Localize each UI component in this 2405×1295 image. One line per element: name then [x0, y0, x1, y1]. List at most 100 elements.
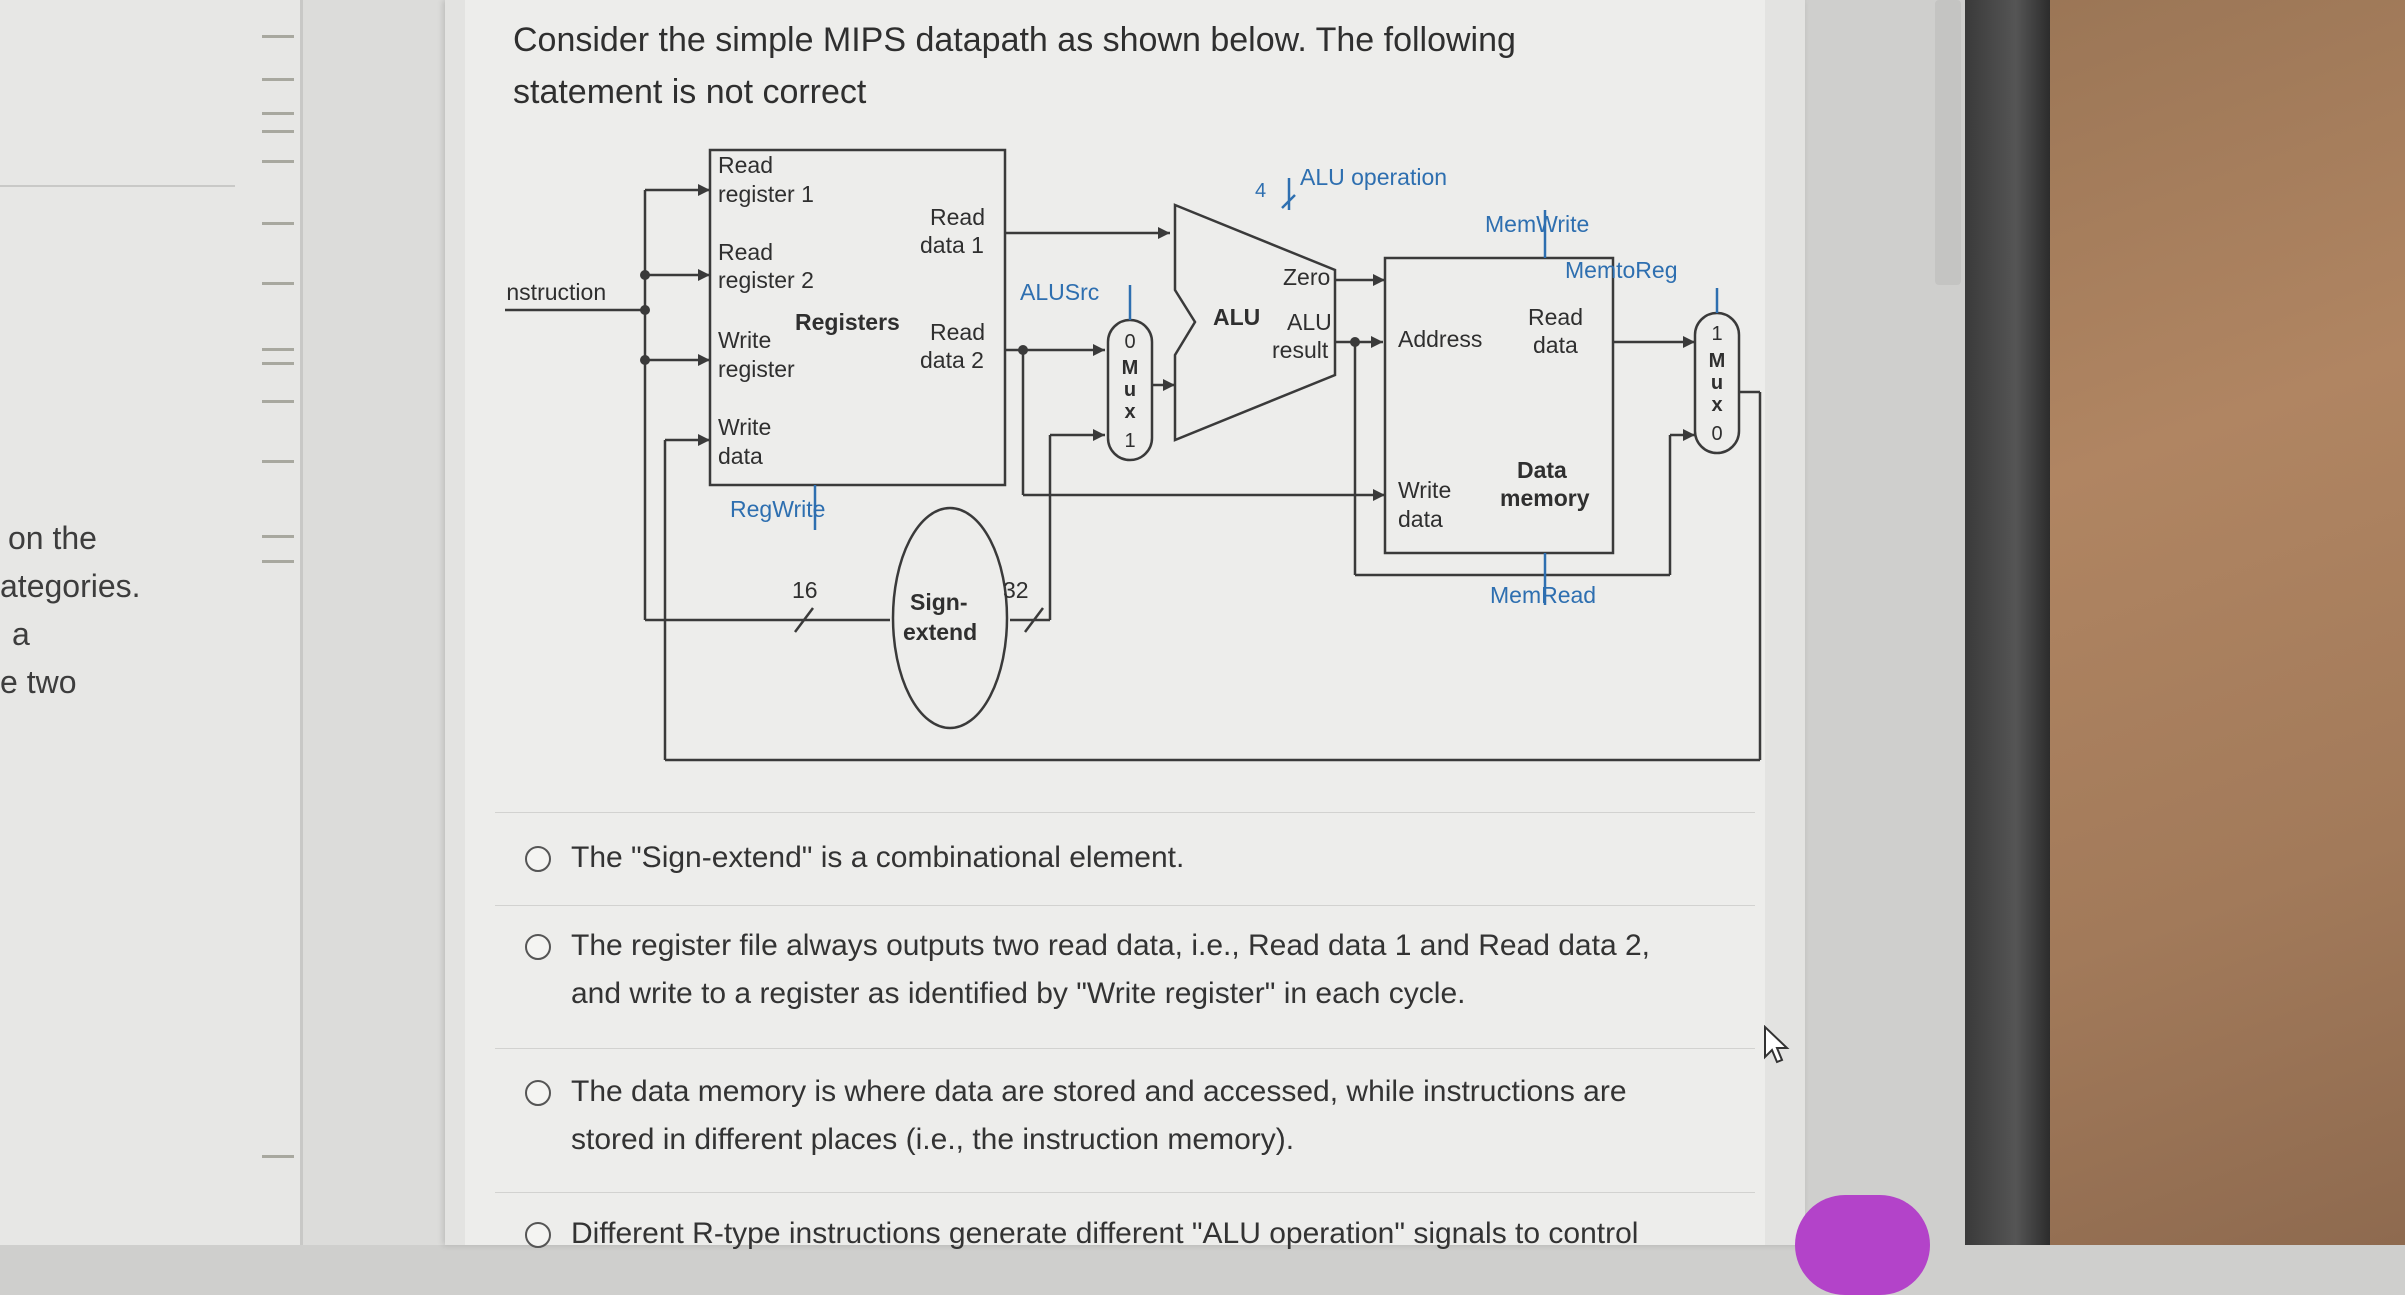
margin-tick: [262, 348, 294, 351]
option-text: The register file always outputs two rea…: [571, 929, 1650, 962]
answer-option[interactable]: The "Sign-extend" is a combinational ele…: [525, 834, 1685, 882]
margin-tick: [262, 130, 294, 133]
margin-tick: [262, 282, 294, 285]
alu-operation-label: ALU operation: [1300, 164, 1447, 190]
wire: [1024, 607, 1044, 633]
register-file-box: [708, 148, 1007, 487]
mux-letter: u: [1711, 372, 1723, 394]
sign-extend-label: extend: [903, 619, 977, 645]
monitor-bezel: [1965, 0, 2050, 1245]
left-text-fragment: e two: [0, 664, 77, 700]
left-text-fragment: on the: [8, 520, 97, 556]
margin-tick: [262, 362, 294, 365]
chat-bubble-button[interactable]: [1795, 1195, 1930, 1295]
margin-tick: [262, 460, 294, 463]
memwrite-label: MemWrite: [1485, 211, 1589, 237]
left-text-fragment: ategories.: [0, 568, 141, 604]
quiz-page: Consider the simple MIPS datapath as sho…: [445, 0, 1805, 1250]
data-memory-label: Data: [1517, 457, 1567, 483]
alu-label: ALU: [1213, 304, 1260, 330]
margin-tick: [262, 1155, 294, 1158]
option-text: and write to a register as identified by…: [571, 977, 1466, 1010]
memread-label: MemRead: [1490, 582, 1596, 608]
question-text: Consider the simple MIPS datapath as sho…: [513, 21, 1516, 111]
sign-extend-ellipse: [891, 506, 1009, 730]
alu-shape: [1173, 203, 1337, 442]
mux-letter: M: [1709, 350, 1726, 372]
wire: [794, 607, 814, 633]
margin-tick: [262, 535, 294, 538]
zero-label: Zero: [1283, 264, 1330, 290]
write-data-label: data: [718, 443, 763, 469]
mux-input-label: 1: [1124, 430, 1135, 452]
left-text-fragment: a: [12, 616, 30, 652]
mux-letter: u: [1124, 379, 1136, 401]
read-data-1-label: Read: [930, 204, 985, 230]
answer-option[interactable]: The data memory is where data are stored…: [525, 1068, 1685, 1164]
margin-tick: [262, 560, 294, 563]
write-data-mem-label: Write: [1398, 477, 1451, 503]
data-memory-label: memory: [1500, 485, 1590, 511]
question-card: Consider the simple MIPS datapath as sho…: [465, 0, 1765, 1250]
radio-button[interactable]: [525, 1222, 551, 1248]
registers-label: Registers: [795, 309, 900, 335]
radio-button[interactable]: [525, 846, 551, 872]
address-label: Address: [1398, 326, 1482, 352]
page-gutter: [300, 0, 448, 1245]
choice-divider: [495, 1192, 1755, 1193]
write-register-label: Write: [718, 327, 771, 353]
scrollbar-thumb[interactable]: [1935, 0, 1961, 285]
read-data-1-label: data 1: [920, 232, 984, 258]
mux-input-label: 1: [1711, 323, 1722, 345]
memtoreg-label: MemtoReg: [1565, 257, 1677, 283]
left-panel: on the ategories. a e two: [0, 0, 300, 1245]
wire: [1281, 194, 1296, 209]
data-memory-box: [1383, 256, 1615, 555]
alu-result-label: ALU: [1287, 309, 1332, 335]
margin-tick: [262, 400, 294, 403]
read-register-1-label: Read: [718, 152, 773, 178]
mux-letter: M: [1122, 357, 1139, 379]
option-text: The "Sign-extend" is a combinational ele…: [571, 841, 1185, 874]
mux-letter: x: [1711, 394, 1722, 416]
radio-button[interactable]: [525, 1080, 551, 1106]
left-divider: [0, 185, 235, 187]
read-register-2-label: Read: [718, 239, 773, 265]
background-surface: [2050, 0, 2405, 1245]
bits-16-label: 16: [792, 577, 818, 603]
choice-divider: [495, 812, 1755, 813]
mips-datapath-diagram: Instruction Read register 1 Read registe…: [505, 148, 1762, 762]
write-register-label: register: [718, 356, 795, 382]
margin-tick: [262, 112, 294, 115]
read-register-2-label: register 2: [718, 267, 814, 293]
read-register-1-label: register 1: [718, 181, 814, 207]
radio-button[interactable]: [525, 934, 551, 960]
answer-option[interactable]: Different R-type instructions generate d…: [525, 1210, 1685, 1258]
regwrite-label: RegWrite: [730, 496, 825, 522]
option-text: The data memory is where data are stored…: [571, 1075, 1627, 1108]
option-text: Different R-type instructions generate d…: [571, 1217, 1639, 1250]
choice-divider: [495, 1048, 1755, 1049]
instruction-label: Instruction: [505, 279, 606, 305]
alusrc-label: ALUSrc: [1020, 279, 1099, 305]
mux-input-label: 0: [1124, 331, 1135, 353]
margin-tick: [262, 222, 294, 225]
read-data-mem-label: data: [1533, 332, 1578, 358]
bits-32-label: 32: [1003, 577, 1029, 603]
option-text: stored in different places (i.e., the in…: [571, 1123, 1295, 1156]
margin-tick: [262, 160, 294, 163]
alu-result-label: result: [1272, 337, 1329, 363]
mouse-cursor-icon: [1764, 1025, 1790, 1064]
sign-extend-label: Sign-: [910, 589, 968, 615]
write-data-label: Write: [718, 414, 771, 440]
read-data-2-label: data 2: [920, 347, 984, 373]
read-data-2-label: Read: [930, 319, 985, 345]
alu-op-width-label: 4: [1255, 180, 1266, 202]
write-data-mem-label: data: [1398, 506, 1443, 532]
mux-input-label: 0: [1711, 423, 1722, 445]
read-data-mem-label: Read: [1528, 304, 1583, 330]
answer-option[interactable]: The register file always outputs two rea…: [525, 922, 1685, 1018]
margin-tick: [262, 35, 294, 38]
mux-letter: x: [1124, 401, 1135, 423]
margin-tick: [262, 78, 294, 81]
